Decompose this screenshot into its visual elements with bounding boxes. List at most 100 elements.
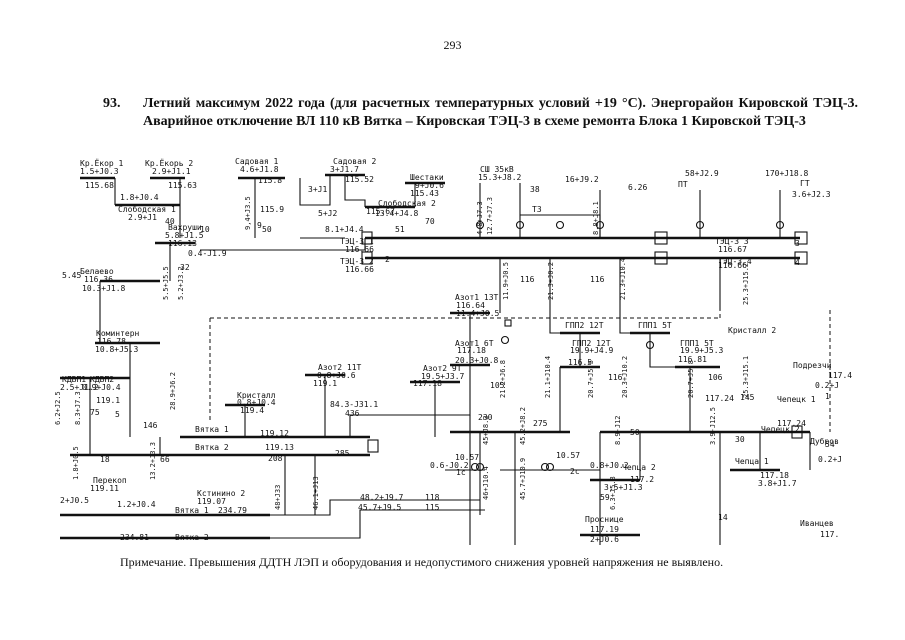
transformer-icon <box>645 340 655 350</box>
diagram-label: 19.9+J5.3 <box>680 346 724 355</box>
transformer-icon <box>475 462 485 472</box>
diagram-label: Кр.Ёкор 1 <box>80 158 124 168</box>
diagram-label: 234.81 <box>120 533 149 542</box>
diagram-label: 117. <box>820 530 839 539</box>
breaker <box>361 251 373 265</box>
wire <box>270 509 485 539</box>
diagram-label: 13.4+J4.8 <box>375 209 419 218</box>
diagram-label: 3.6+J2.3 <box>792 190 831 199</box>
diagram-label: 115 <box>425 503 440 512</box>
diagram-label: КДВП1 <box>62 375 86 384</box>
diagram-label: 115.63 <box>168 181 197 190</box>
flow-label-vertical: 45.2+J8.2 <box>519 407 527 445</box>
diagram-label: 115.68 <box>85 181 114 190</box>
diagram-label: 2.5+J1.2 <box>60 383 99 392</box>
diagram-label: 50 <box>630 428 640 437</box>
diagram-label: 106 <box>708 373 723 382</box>
diagram-label: Вятка 2 <box>195 443 229 452</box>
diagram-label: ГПП2 12Т <box>572 339 611 348</box>
diagram-label: 3.8+J1.7 <box>758 479 797 488</box>
flow-label-vertical: 46+J10.4 <box>482 466 490 500</box>
diagram-label: 115.8 <box>258 176 282 185</box>
transformer-icon <box>775 220 785 230</box>
diagram-label: 275 <box>533 419 548 428</box>
diagram-label: 115.52 <box>345 175 374 184</box>
diagram-label: 9+J0.6 <box>415 181 444 190</box>
diagram-label: Коминтерн <box>96 329 140 338</box>
diagram-label: Чепца 2 <box>622 463 656 472</box>
diagram-label: ТЭЦ-3 4 <box>718 257 752 266</box>
diagram-label: Садовая 2 <box>333 157 377 166</box>
diagram-label: 117.24 <box>777 419 806 428</box>
diagram-label: Кр.Ёкорь 2 <box>145 158 193 168</box>
breaker <box>654 231 668 245</box>
diagram-label: 0.4-J1.9 <box>188 249 227 258</box>
diagram-label: 10.8+J5.3 <box>95 345 139 354</box>
diagram-label: 116.66 <box>345 245 374 254</box>
diagram-label: 10.3+J1.8 <box>82 284 126 293</box>
wire <box>549 258 560 334</box>
diagram-label: 117.2 <box>630 475 654 484</box>
diagram-label: 119.1 <box>313 379 337 388</box>
diagram-label: Иванцев <box>800 519 834 528</box>
diagram-label: 1.8+J0.4 <box>120 193 159 202</box>
diagram-label: 45.7+J9.5 <box>358 503 402 512</box>
diagram-label: 2+J0.6 <box>590 535 619 544</box>
flow-label-vertical: 48+J33 <box>274 485 282 510</box>
diagram-label: 117.18 <box>457 346 486 355</box>
breaker <box>361 231 373 245</box>
diagram-label: Кристалл 2 <box>728 326 776 335</box>
diagram-label: 119.11 <box>90 484 119 493</box>
diagram-label: 117.19 <box>590 525 619 534</box>
flow-label-vertical: 20.7+J5.8 <box>687 360 695 398</box>
diagram-label: 30 <box>735 435 745 444</box>
diagram-label: 3+J1 <box>308 185 327 194</box>
diagram-label: 0.2+J <box>818 455 842 464</box>
diagram-label: Азот1 13Т <box>455 293 499 302</box>
diagram-label: ПТ <box>678 180 688 189</box>
diagram-label: 116.5 <box>568 358 592 367</box>
diagram-label: Вятка 2 <box>175 533 209 542</box>
diagram-label: 38 <box>530 185 540 194</box>
flow-label-vertical: 21.1+J10.4 <box>544 356 552 398</box>
diagram-label: КДВП2 <box>90 375 114 384</box>
diagram-label: 115.9 <box>260 205 284 214</box>
diagram-label: 116.78 <box>97 337 126 346</box>
diagram-label: 116.66 <box>345 265 374 274</box>
diagram-label: 115.43 <box>410 189 439 198</box>
diagram-label: 5.8+J1.5 <box>165 231 204 240</box>
diagram-label: Вятка 1 <box>195 425 229 434</box>
diagram-label: 0.8+J0.6 <box>317 371 356 380</box>
diagram-label: 1 <box>825 392 830 401</box>
diagram-label: Подрезчи <box>793 361 832 370</box>
wire <box>649 333 675 368</box>
diagram-label: 105 <box>490 381 505 390</box>
diagram-label: СШ 35кВ <box>480 165 514 174</box>
diagram-label: 234.79 <box>218 506 247 515</box>
flow-label-vertical: 3.9-J12.5 <box>709 407 717 445</box>
flow-label-vertical: 45+J8.3 <box>482 415 490 445</box>
diagram-label: 50 <box>262 225 272 234</box>
flow-label-vertical: 4.8+J7.3 <box>476 201 484 235</box>
diagram-label: ГТ <box>800 179 810 188</box>
flow-label-vertical: 9,4+J3.5 <box>244 196 252 230</box>
diagram-label: Дубров <box>810 436 839 446</box>
transformer-icon <box>475 220 485 230</box>
flow-label-vertical: 25.3+J15.2 <box>742 263 750 305</box>
diagram-label: 117.24 <box>705 394 734 403</box>
flow-label-vertical: 8.9-J12 <box>614 415 622 445</box>
diagram-label: Азот2 11Т <box>318 363 362 372</box>
flow-label-vertical: 5.2+J3.2 <box>177 266 185 300</box>
diagram-label: 14 <box>718 513 728 522</box>
diagram-label: 116.36 <box>84 275 113 284</box>
diagram-label: 118 <box>425 493 440 502</box>
heading-text: Летний максимум 2022 года (для расчетных… <box>143 96 858 129</box>
wire <box>299 175 331 206</box>
diagram-label: Азот2 9Т <box>423 364 462 373</box>
breaker <box>367 439 379 453</box>
diagram-label: 0.2+J <box>815 381 839 390</box>
diagram-label: 10.57 <box>556 451 580 460</box>
diagram-label: 8.1+J4.4 <box>325 225 364 234</box>
heading-number: 93. <box>103 96 121 111</box>
